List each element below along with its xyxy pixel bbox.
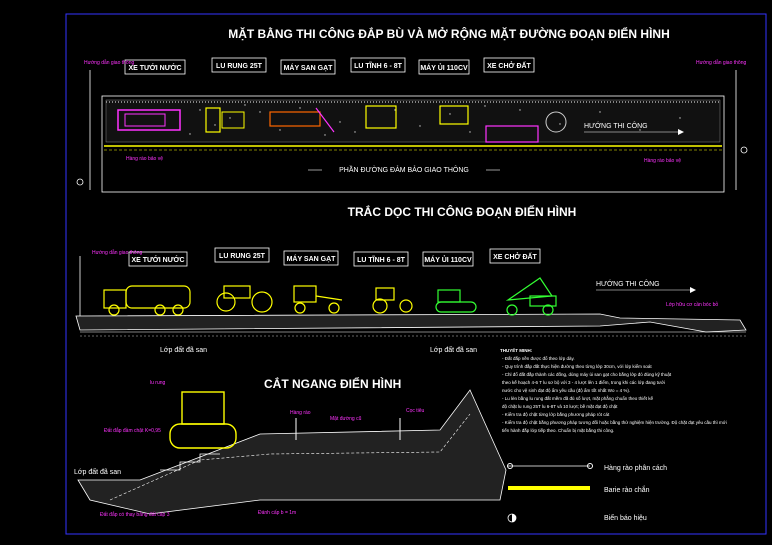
note-line-2: - Quy trình đắp đất thực hiện đường theo…	[502, 363, 652, 369]
plan-sign-icon-left	[76, 178, 84, 186]
plan-dump-truck	[485, 111, 567, 143]
plan-title: MẶT BẰNG THI CÔNG ĐẮP BÙ VÀ MỞ RỘNG MẶT …	[228, 26, 670, 41]
plan-sign-icon-right	[740, 146, 748, 154]
profile-label-water-truck: XE TƯỚI NƯỚC	[131, 255, 184, 264]
note-line-10: tiến hành đắp lớp tiếp theo. Chuẩn bị mặ…	[502, 427, 614, 433]
notes-block: THUYẾT MINH: - Đất đắp nền được đổ theo …	[500, 347, 727, 433]
note-line-1: - Đất đắp nền được đổ theo lớp dày.	[502, 355, 575, 361]
sign-icon	[507, 513, 517, 523]
profile-vibro-roller	[216, 285, 273, 313]
plan-sign-right: Hướng dẫn giao thông	[696, 59, 746, 66]
cross-title: CẮT NGANG ĐIỂN HÌNH	[264, 376, 401, 391]
plan-fill-area	[105, 99, 721, 143]
fence-icon	[507, 463, 593, 469]
barrier-icon	[508, 486, 590, 490]
note-line-6: - Lu lèn bằng lu rung đất mềm đã đủ số l…	[502, 395, 654, 401]
plan-traffic-lane: PHẦN ĐƯỜNG ĐẢM BẢO GIAO THÔNG	[339, 164, 469, 174]
profile-equipment-labels: XE TƯỚI NƯỚC LU RUNG 25T MÁY SAN GẠT LU …	[128, 247, 541, 267]
note-line-4: theo kế hoạch 4-6 T lu sơ bộ với 3 - 4 l…	[502, 379, 665, 385]
profile-bulldozer	[435, 289, 477, 313]
profile-label-vibro-roller: LU RUNG 25T	[219, 253, 266, 260]
plan-road-outline	[101, 95, 725, 193]
cross-label-roller: lu rung	[150, 380, 166, 386]
profile-label-grader: MÁY SAN GẠT	[287, 254, 337, 263]
legend-label-barrier: Barie rào chắn	[604, 485, 650, 494]
plan-barrier-left: Hàng rào bảo vệ	[126, 156, 163, 162]
plan-label-grader: MÁY SAN GẠT	[284, 63, 334, 72]
profile-base-left: Lớp đất đã san	[160, 345, 207, 354]
profile-label-static-roller: LU TĨNH 6 - 8T	[357, 255, 406, 264]
profile-static-roller	[372, 287, 413, 314]
profile-title: TRẮC DỌC THI CÔNG ĐOẠN ĐIỂN HÌNH	[348, 204, 577, 219]
plan-static-roller	[365, 105, 397, 129]
plan-label-water-truck: XE TƯỚI NƯỚC	[128, 63, 181, 72]
profile-ground	[75, 313, 747, 337]
profile-label-dump-truck: XE CHỞ ĐẤT	[493, 251, 537, 261]
legend-label-sign: Biển báo hiệu	[604, 514, 647, 522]
note-line-3: - Chỉ đổ đất đắp thành các đống, dùng má…	[502, 371, 672, 377]
cross-roller	[169, 391, 237, 449]
notes-heading: THUYẾT MINH:	[500, 347, 533, 353]
plan-label-static-roller: LU TĨNH 6 - 8T	[354, 61, 403, 70]
cross-section-ground	[77, 389, 507, 515]
profile-dump-truck	[505, 277, 557, 316]
cross-label-layer: Đất đắp có thay bằng đất cấp 3	[100, 511, 170, 518]
plan-vibro-roller	[205, 107, 245, 133]
cross-label-road: Mặt đường cũ	[330, 416, 362, 422]
note-line-5: nước cho vệ sinh đạt độ ẩm yêu cầu (độ ẩ…	[502, 387, 630, 393]
cross-label-soil: Đất đắp đầm chặt K=0,95	[104, 427, 161, 434]
plan-label-dump-truck: XE CHỞ ĐẤT	[487, 60, 531, 70]
legend: Hàng rào phân cách Barie rào chắn Biển b…	[507, 463, 667, 523]
plan-water-truck	[117, 109, 181, 131]
note-line-7: độ chặt lu rung 25T lu 6-8T và 10 lượt; …	[502, 404, 618, 409]
profile-base-right: Lớp đất đã san	[430, 345, 477, 354]
legend-label-fence: Hàng rào phân cách	[604, 465, 667, 472]
profile-sign: Hướng dẫn giao thông	[92, 249, 142, 256]
drawing-frame	[65, 13, 767, 535]
plan-sign-left: Hướng dẫn giao thông	[84, 59, 134, 66]
cross-label-cone: Cọc tiêu	[406, 408, 425, 414]
plan-grader	[269, 107, 335, 133]
plan-label-bulldozer: MÁY ỦI 110CV	[420, 63, 468, 72]
plan-soil-speckle	[189, 104, 681, 136]
cross-label-base: Lớp đất đã san	[74, 467, 121, 476]
cross-fence-post	[295, 418, 401, 440]
plan-label-vibro-roller: LU RUNG 25T	[216, 63, 263, 70]
plan-direction: HƯỚNG THI CÔNG	[584, 121, 648, 130]
plan-barrier-right: Hàng rào bảo vệ	[644, 158, 681, 164]
cross-label-step: Đánh cấp b = 1m	[258, 510, 296, 516]
profile-grader	[293, 285, 343, 314]
profile-water-truck	[103, 285, 191, 316]
profile-layer-right: Lớp hữu cơ cần bóc bỏ	[666, 301, 718, 308]
profile-label-bulldozer: MÁY ỦI 110CV	[424, 255, 472, 264]
cross-label-post: Hàng rào	[290, 410, 311, 416]
note-line-8: - Kiểm tra độ chặt từng lớp bằng phương …	[502, 411, 610, 417]
profile-direction: HƯỚNG THI CÔNG	[596, 279, 660, 288]
note-line-9: - Kiểm tra độ chặt bằng phương pháp tươn…	[502, 419, 727, 425]
plan-equipment-labels: XE TƯỚI NƯỚC LU RUNG 25T MÁY SAN GẠT LU …	[124, 57, 535, 75]
plan-bulldozer	[439, 105, 469, 125]
